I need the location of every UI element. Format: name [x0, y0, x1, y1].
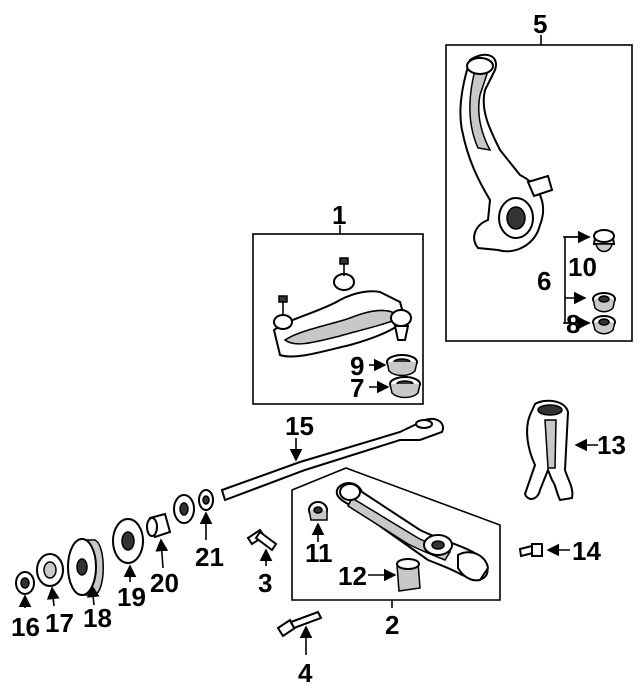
dust-seal-10	[592, 292, 616, 313]
callout-16: 16	[11, 612, 40, 642]
knuckle-box	[445, 44, 633, 342]
dust-seal-9	[386, 354, 418, 377]
callout-13: 13	[597, 430, 626, 460]
bushing-11	[308, 501, 328, 521]
steering-knuckle	[459, 53, 554, 253]
washer-21	[198, 489, 214, 511]
callout-6: 6	[537, 266, 551, 296]
callout-17: 17	[45, 608, 74, 638]
callout-21: 21	[195, 542, 224, 572]
bushing-18	[67, 538, 104, 596]
callout-1: 1	[332, 200, 346, 230]
callout-9: 9	[350, 351, 364, 381]
retaining-ring-8	[592, 315, 616, 335]
knuckle-group	[445, 35, 633, 342]
rod-bushing-set	[15, 489, 214, 608]
upper-control-arm	[272, 257, 412, 358]
lower-control-arm	[335, 482, 490, 582]
bolt-4	[276, 610, 323, 655]
callout-3: 3	[258, 568, 272, 598]
callout-11: 11	[305, 538, 333, 568]
washer-17	[36, 553, 64, 587]
callout-20: 20	[150, 568, 179, 598]
radius-rod	[220, 418, 444, 502]
upper-arm-group	[252, 225, 424, 405]
callout-14: 14	[572, 536, 601, 566]
callout-labels: 1 2 3 4 5 6 7 8 9 10 11 12 13 14 15 16 1…	[11, 9, 626, 688]
lower-arm-box	[291, 467, 501, 601]
callout-19: 19	[117, 582, 146, 612]
stabilizer-fork	[523, 399, 598, 502]
bolt-3	[246, 528, 278, 566]
dust-seal-7	[389, 376, 421, 399]
lower-arm-group	[291, 467, 501, 608]
bolt-14	[518, 543, 570, 558]
bushing-12	[396, 558, 421, 592]
callout-18: 18	[83, 603, 112, 633]
upper-arm-box	[252, 233, 424, 405]
callout-4: 4	[298, 658, 313, 688]
washer-21a	[173, 494, 195, 524]
callout-7: 7	[350, 373, 364, 403]
callout-8: 8	[566, 309, 580, 339]
bushing-19	[112, 518, 144, 564]
sleeve-20	[146, 512, 172, 539]
callout-5: 5	[533, 9, 547, 39]
nut-16	[15, 571, 35, 595]
callout-10: 10	[568, 252, 597, 282]
callout-2: 2	[385, 610, 399, 640]
ball-joint-10	[592, 229, 616, 253]
callout-15: 15	[285, 411, 314, 441]
callout-12: 12	[338, 561, 367, 591]
